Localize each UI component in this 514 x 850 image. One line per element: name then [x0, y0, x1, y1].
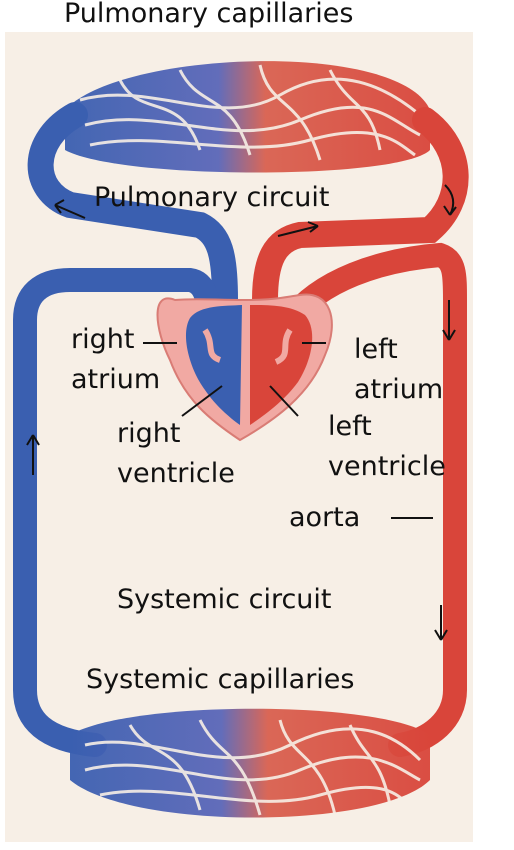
label-pulmonary-circuit: Pulmonary circuit [94, 182, 330, 213]
arrow-down-right-top [443, 184, 457, 216]
arrow-down-right-low [434, 605, 448, 641]
right-heart-chamber [185, 305, 242, 425]
arrow-up-left-side [26, 434, 40, 475]
label-systemic-capillaries: Systemic capillaries [86, 664, 355, 695]
label-aorta: aorta [289, 502, 361, 533]
label-right-atrium-line1: right [71, 324, 135, 355]
flow-arrows [26, 184, 457, 641]
pulmonary-vein [252, 107, 469, 363]
label-left-atrium-line1: left [354, 334, 398, 365]
label-left-atrium-line2: atrium [354, 374, 444, 405]
heart [156, 293, 333, 442]
label-right-ventricle-line2: ventricle [117, 458, 235, 489]
leader-lines [143, 342, 433, 519]
pulmonary-artery [27, 102, 238, 403]
arrow-down-right-mid [442, 300, 456, 341]
label-systemic-circuit: Systemic circuit [117, 584, 332, 615]
vena-cava [12, 268, 222, 757]
left-ventricle-leader [269, 385, 299, 417]
label-right-ventricle-line1: right [117, 418, 181, 449]
arrow-right-top [277, 221, 319, 237]
label-left-ventricle-line1: left [328, 411, 372, 442]
label-left-ventricle-line2: ventricle [328, 451, 446, 482]
arrow-up-left [54, 199, 86, 219]
title-pulmonary-capillaries: Pulmonary capillaries [64, 0, 354, 29]
right-ventricle-leader [181, 385, 223, 417]
label-right-atrium-line2: atrium [71, 364, 161, 395]
left-heart-chamber [250, 305, 313, 425]
pulmonary-capillary-bed [65, 61, 430, 173]
systemic-capillary-bed [70, 708, 430, 818]
aorta-vessel [278, 242, 467, 757]
